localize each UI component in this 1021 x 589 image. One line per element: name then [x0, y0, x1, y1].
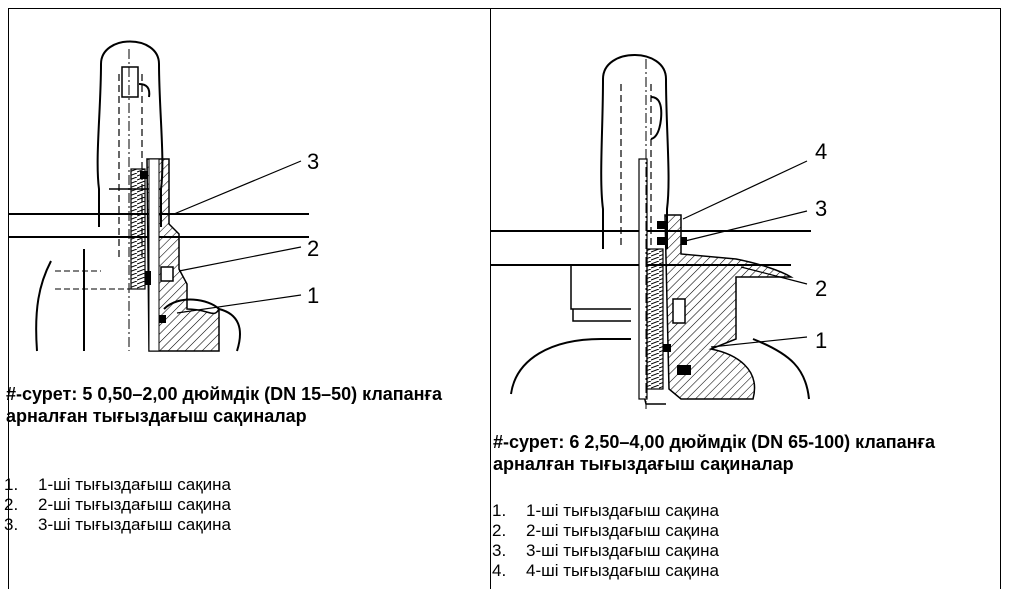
table-right-border — [1000, 8, 1001, 589]
legend-text: 2-ші тығыздағыш сақина — [38, 495, 231, 514]
callout-3: 3 — [815, 196, 827, 221]
callout-3: 3 — [307, 149, 319, 174]
callout-1: 1 — [815, 328, 827, 353]
legend-item: 1. 1-ші тығыздағыш сақина — [4, 475, 231, 495]
legend-text: 4-ші тығыздағыш сақина — [526, 561, 719, 580]
valve-seal-drawing-small: 3 2 1 — [9, 40, 319, 352]
legend-item: 3. 3-ші тығыздағыш сақина — [492, 541, 719, 561]
callout-1: 1 — [307, 283, 319, 308]
figure-caption: #-сурет: 5 0,50–2,00 дюймдік (DN 15–50) … — [6, 384, 443, 426]
table-top-border — [8, 8, 1001, 9]
callout-2: 2 — [307, 236, 319, 261]
legend-item: 2. 2-ші тығыздағыш сақина — [4, 495, 231, 515]
legend-item: 3. 3-ші тығыздағыш сақина — [4, 515, 231, 535]
legend-number: 2. — [4, 495, 19, 514]
figure-caption: #-сурет: 6 2,50–4,00 дюймдік (DN 65-100)… — [493, 432, 936, 474]
legend-number: 2. — [492, 521, 507, 540]
callout-2: 2 — [815, 276, 827, 301]
legend-text: 1-ші тығыздағыш сақина — [38, 475, 231, 494]
legend-number: 3. — [4, 515, 19, 534]
legend-text: 3-ші тығыздағыш сақина — [526, 541, 719, 560]
legend-item: 2. 2-ші тығыздағыш сақина — [492, 521, 719, 541]
callout-4: 4 — [815, 139, 827, 164]
legend-list: 1. 1-ші тығыздағыш сақина 2. 2-ші тығыздағ… — [4, 475, 231, 535]
figure-cell-right: 4 3 2 1 #-сурет: 6 2,50–4,00 дюймдік (DN… — [491, 9, 1000, 589]
legend-text: 3-ші тығыздағыш сақина — [38, 515, 231, 534]
legend-number: 1. — [492, 501, 507, 520]
legend-list: 1. 1-ші тығыздағыш сақина 2. 2-ші тығыздағ… — [492, 501, 719, 581]
legend-text: 2-ші тығыздағыш сақина — [526, 521, 719, 540]
figure-cell-left: 3 2 1 #-сурет: 5 0,50–2,00 дюймдік (DN 1… — [4, 9, 490, 589]
table-left-border — [8, 8, 9, 589]
valve-seal-drawing-large: 4 3 2 1 — [491, 54, 827, 409]
table-column-divider — [490, 8, 491, 589]
legend-text: 1-ші тығыздағыш сақина — [526, 501, 719, 520]
legend-number: 1. — [4, 475, 19, 494]
legend-item: 1. 1-ші тығыздағыш сақина — [492, 501, 719, 521]
legend-number: 4. — [492, 561, 507, 580]
legend-item: 4. 4-ші тығыздағыш сақина — [492, 561, 719, 581]
legend-number: 3. — [492, 541, 507, 560]
